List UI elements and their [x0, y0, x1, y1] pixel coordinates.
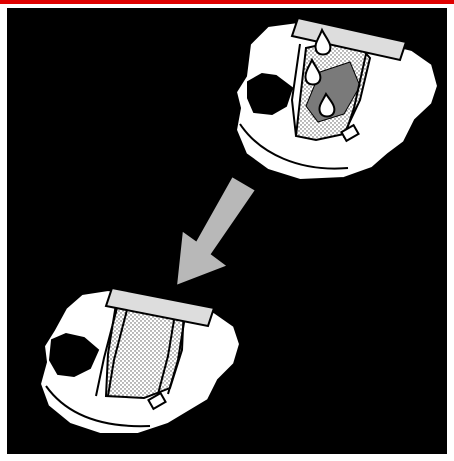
- arrow-down-left-icon: [176, 176, 256, 286]
- diaper-wet-icon: [236, 18, 438, 180]
- diaper-dry-icon: [40, 288, 240, 434]
- diaper-change-illustration: [0, 4, 454, 461]
